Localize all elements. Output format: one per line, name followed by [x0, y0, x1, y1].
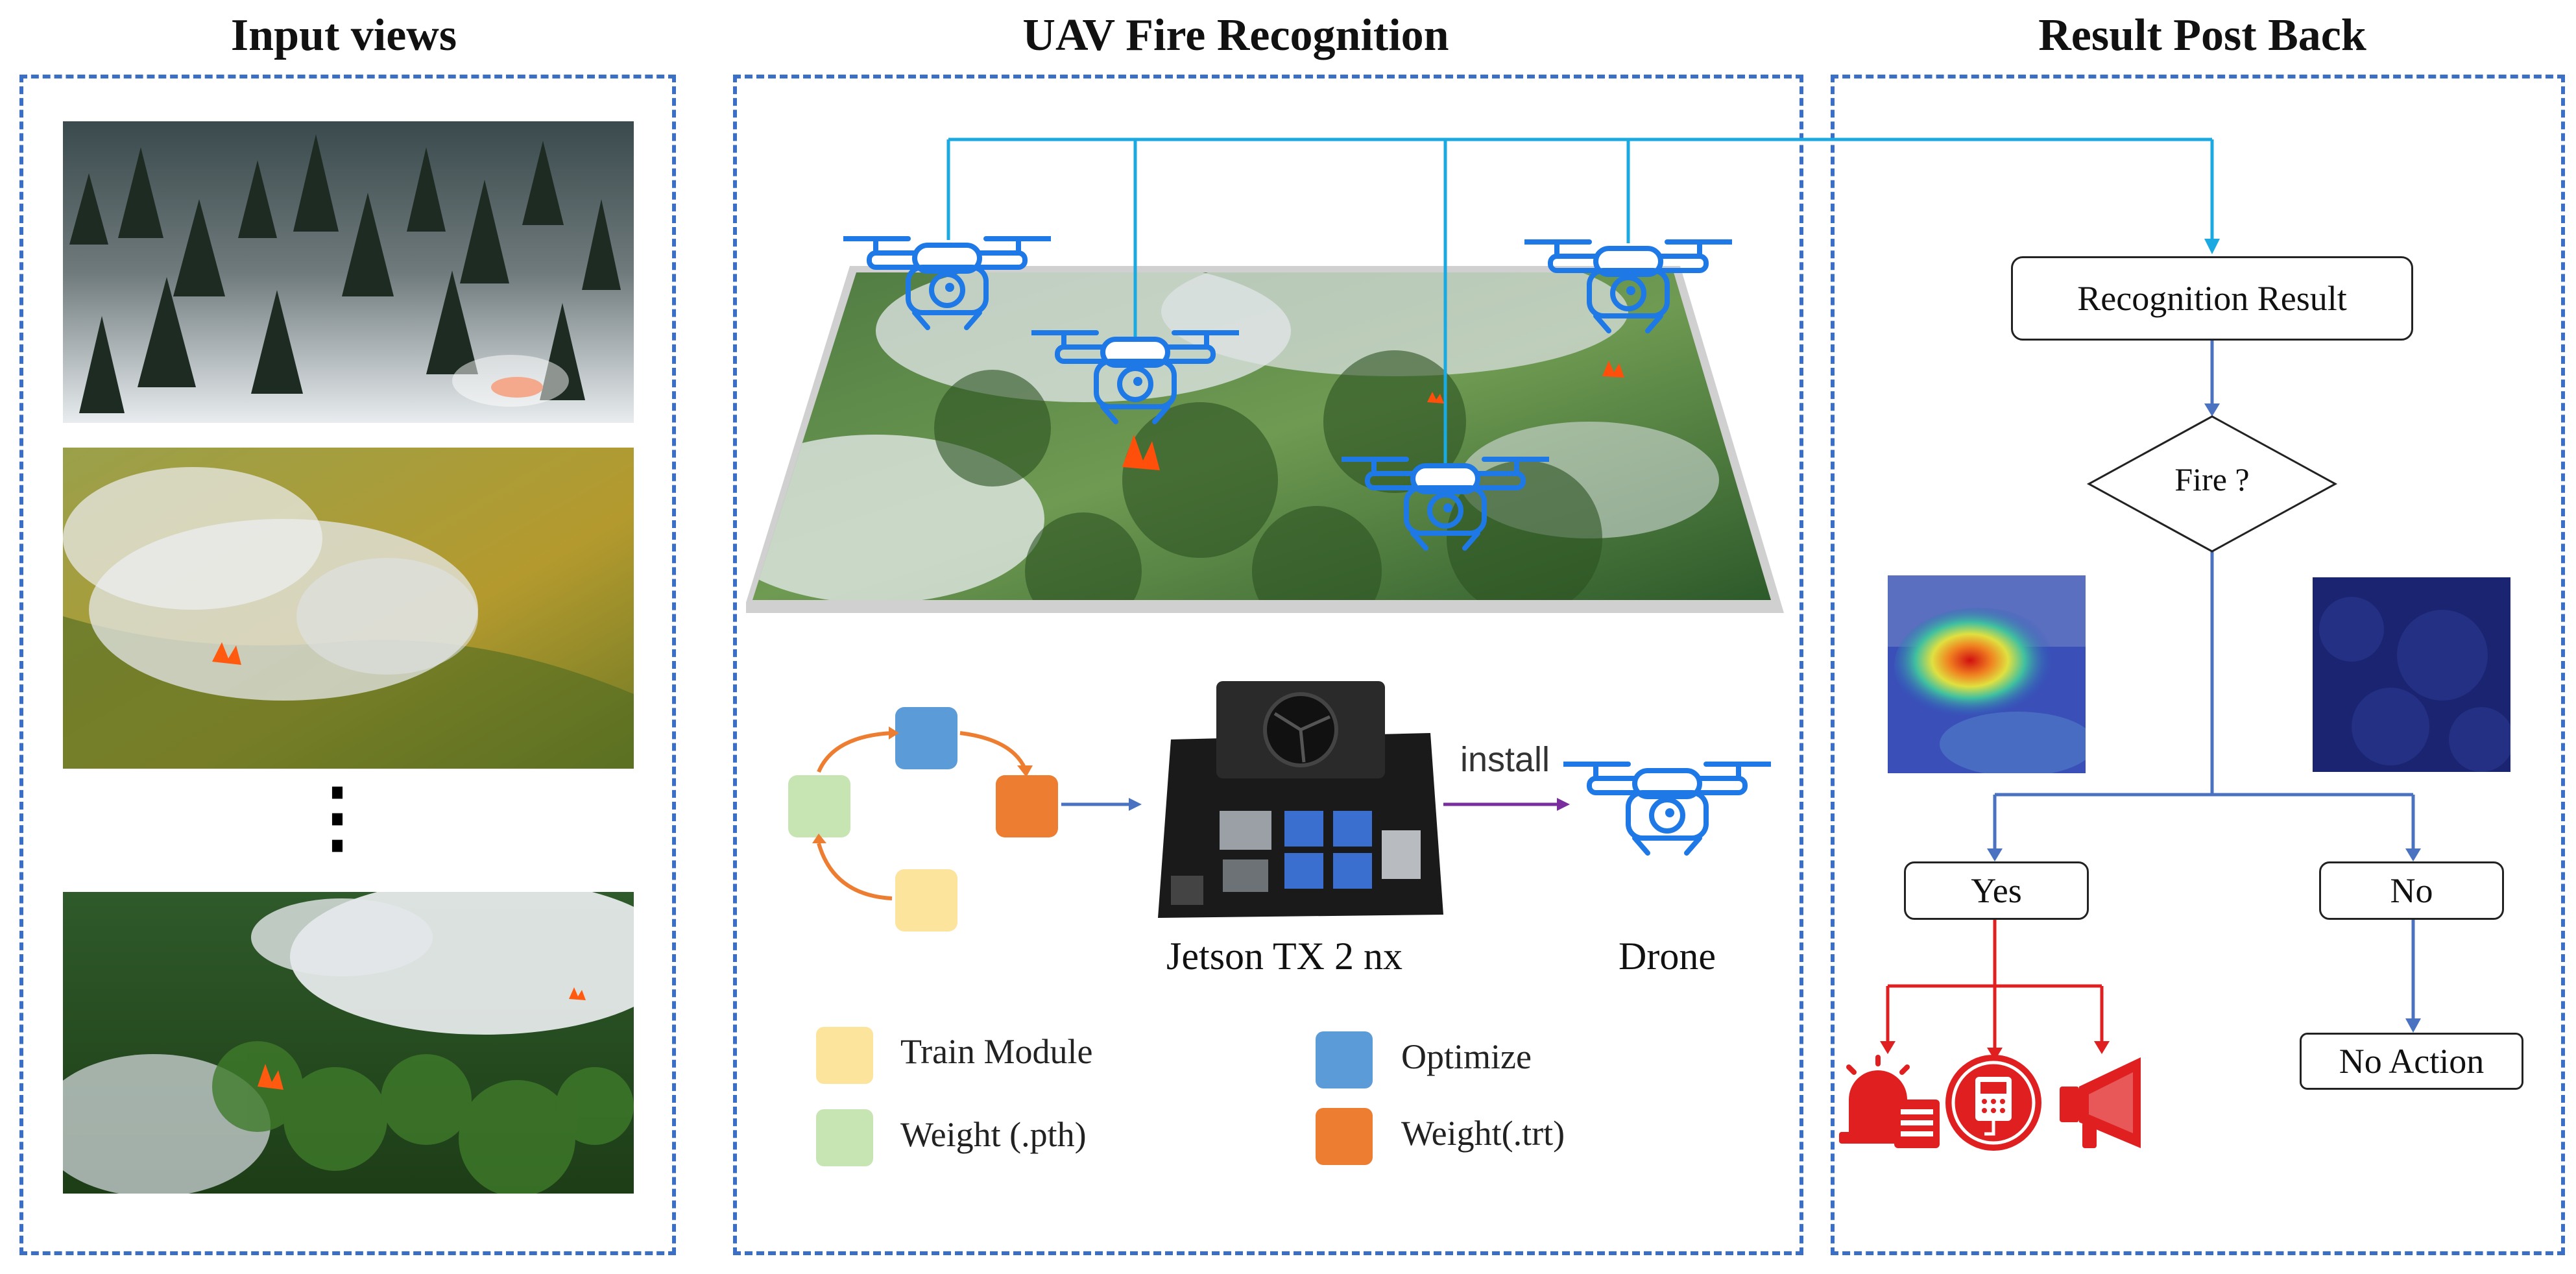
- legend-swatch-weight-pth: [816, 1109, 873, 1166]
- megaphone-icon: [2060, 1057, 2141, 1148]
- drone-icon: [1342, 457, 1549, 551]
- drone-icon: [1524, 239, 1732, 333]
- jetson-board-image: [1158, 681, 1443, 918]
- drone-label: Drone: [1619, 935, 1716, 978]
- yes-box: Yes: [1904, 861, 2089, 920]
- title-uav-fire-recognition: UAV Fire Recognition: [1022, 10, 1449, 60]
- train-module-square: [895, 869, 957, 931]
- recognition-result-box: Recognition Result: [2011, 256, 2413, 341]
- jetson-label: Jetson TX 2 nx: [1166, 935, 1402, 978]
- fire-decision-label: Fire ?: [2174, 461, 2250, 498]
- drone-icon: [843, 236, 1051, 330]
- title-input-views: Input views: [230, 10, 457, 60]
- weight-pth-square: [788, 775, 850, 837]
- no-action-box: No Action: [2300, 1033, 2523, 1090]
- legend-label-optimize: Optimize: [1401, 1037, 1532, 1076]
- fire-heatmap-image: [1888, 575, 2086, 773]
- result-post-back-panel: [1831, 75, 2565, 1255]
- legend-label-train-module: Train Module: [900, 1032, 1093, 1071]
- ellipsis: ⋮: [298, 774, 376, 860]
- legend-swatch-train-module: [816, 1027, 873, 1084]
- no-box: No: [2319, 861, 2504, 920]
- emergency-phone-icon: [1945, 1055, 2041, 1151]
- legend-swatch-optimize: [1316, 1031, 1373, 1088]
- fire-alarm-icon: [1839, 1055, 1940, 1148]
- drone-icon: [1563, 762, 1771, 856]
- weight-trt-square: [996, 775, 1058, 837]
- title-result-post-back: Result Post Back: [2038, 10, 2366, 60]
- forest-snow-aerial-image: [63, 121, 634, 423]
- legend-label-weight-trt: Weight(.trt): [1401, 1114, 1565, 1153]
- uav-recognition-panel: [733, 75, 1803, 1255]
- install-label: install: [1460, 740, 1550, 779]
- no-fire-heatmap-image: [2313, 577, 2510, 772]
- drone-icon: [1031, 330, 1239, 424]
- forest-fire-smoke-aerial-image: [63, 892, 634, 1194]
- legend-swatch-weight-trt: [1316, 1108, 1373, 1165]
- input-views-panel: [19, 75, 676, 1255]
- optimize-square: [895, 707, 957, 769]
- legend-label-weight-pth: Weight (.pth): [900, 1115, 1087, 1154]
- grassland-fire-aerial-image: [63, 448, 634, 769]
